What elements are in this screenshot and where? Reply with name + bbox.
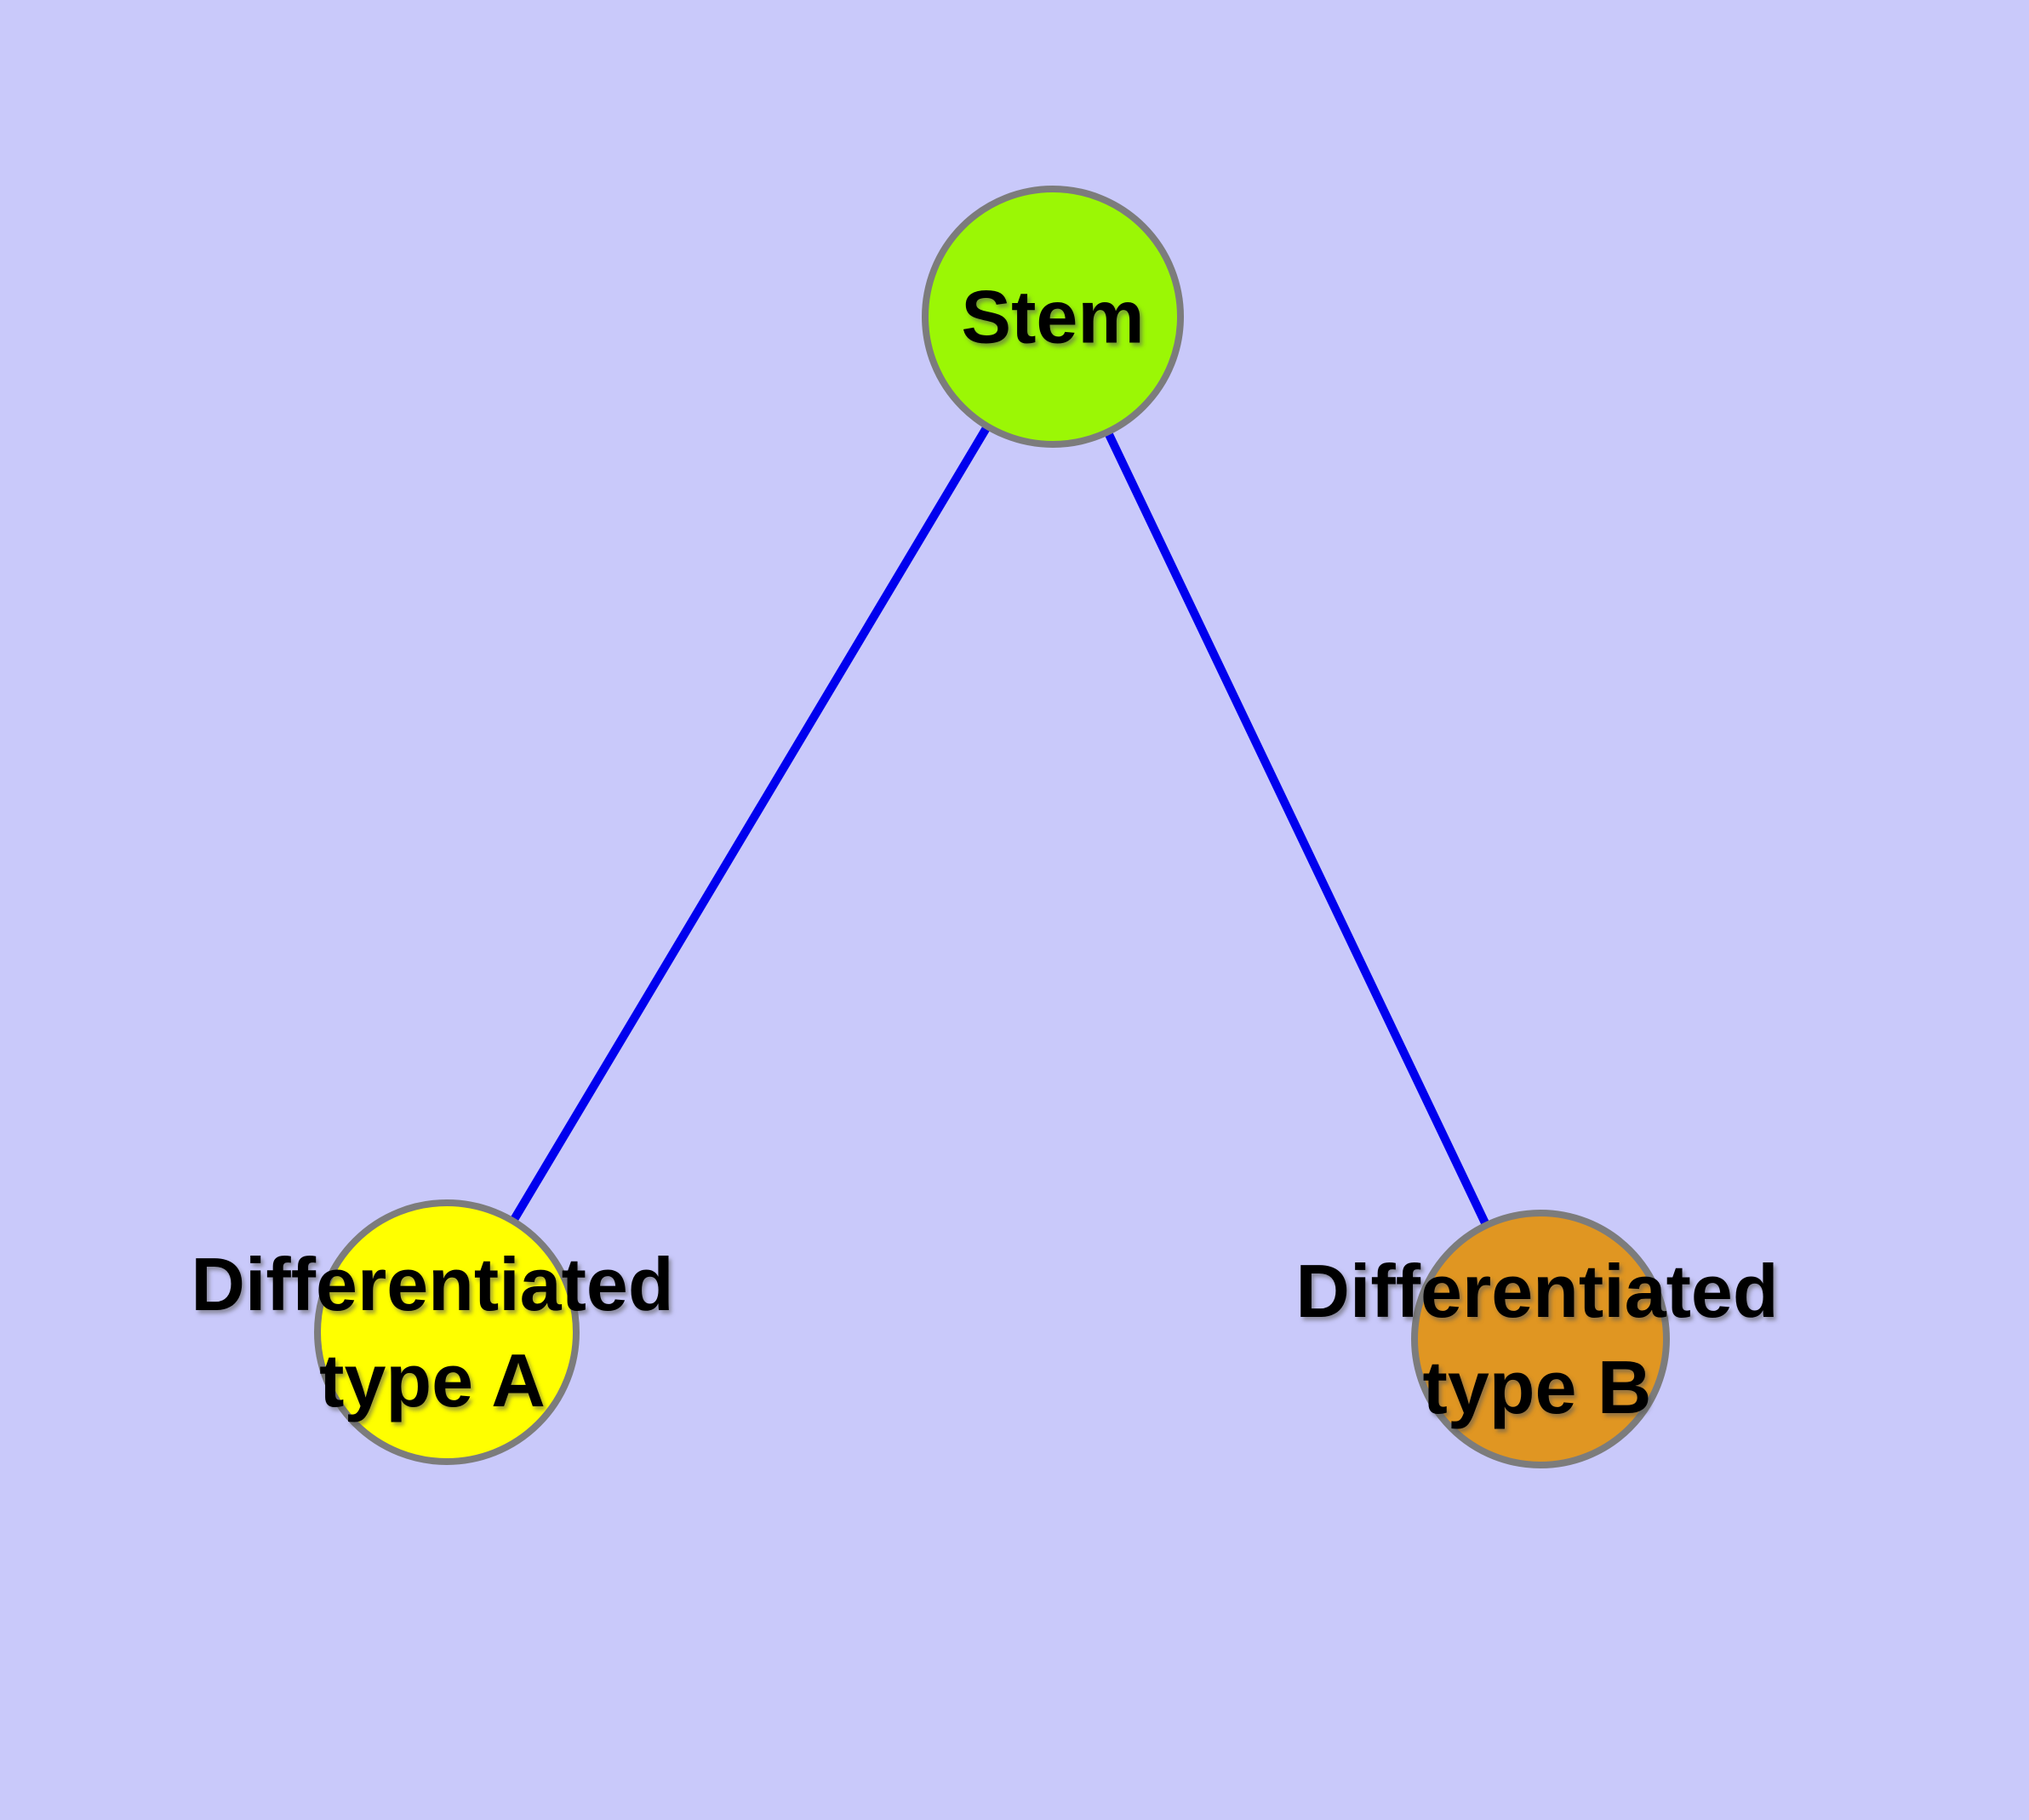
edge-stem-to-type-a bbox=[443, 314, 1057, 1335]
node-stem bbox=[922, 186, 1184, 448]
edge-stem-to-type-b bbox=[1049, 314, 1545, 1342]
node-differentiated-type-a bbox=[314, 1199, 580, 1465]
node-differentiated-type-b bbox=[1411, 1210, 1670, 1468]
